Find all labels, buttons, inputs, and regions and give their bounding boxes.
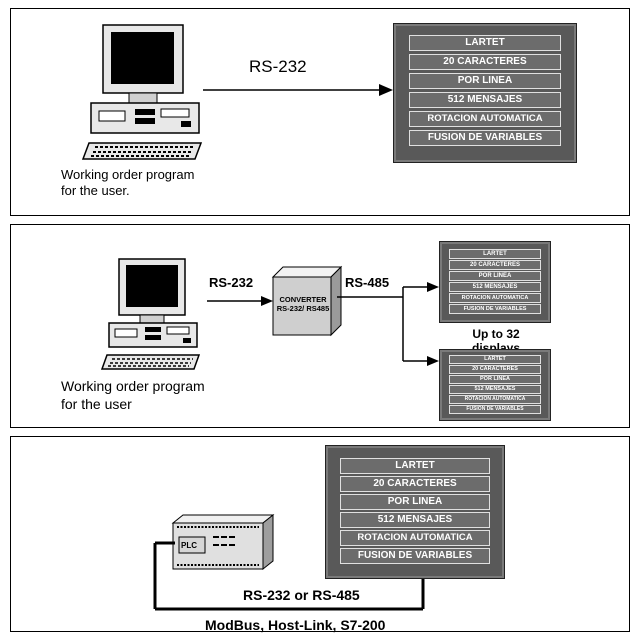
pc-caption: Working order program for the user xyxy=(61,377,205,413)
display-row: POR LINEA xyxy=(340,494,490,510)
caption-line-1: Working order program xyxy=(61,378,205,394)
display-row: 20 CARACTERES xyxy=(340,476,490,492)
display-row: POR LINEA xyxy=(448,271,542,281)
display-row: 20 CARACTERES xyxy=(448,365,542,374)
display-sign: LARTET 20 CARACTERES POR LINEA 512 MENSA… xyxy=(325,445,505,579)
display-sign: LARTET 20 CARACTERES POR LINEA 512 MENSA… xyxy=(439,349,551,421)
computer-icon xyxy=(81,24,203,160)
arrow-right-icon xyxy=(207,296,273,306)
display-row: FUSION DE VARIABLES xyxy=(448,405,542,414)
link-label: RS-232 or RS-485 xyxy=(243,587,360,603)
link1-label: RS-232 xyxy=(209,275,254,290)
converter-line-1: CONVERTER xyxy=(279,295,327,304)
display-row: LARTET xyxy=(448,249,542,259)
link-label: RS-232 xyxy=(249,57,307,76)
branch-arrows-icon xyxy=(337,282,439,366)
display-row: 512 MENSAJES xyxy=(340,512,490,528)
display-row: LARTET xyxy=(448,355,542,364)
plc-label: PLC xyxy=(181,541,197,550)
display-row: ROTACION AUTOMATICA xyxy=(408,111,562,127)
panel-rs485-multi: Working order program for the user RS-23… xyxy=(10,224,630,428)
display-row: LARTET xyxy=(408,35,562,51)
display-row: 20 CARACTERES xyxy=(448,260,542,270)
count-line-1: Up to 32 xyxy=(472,327,520,341)
panel-rs232-single: Working order program for the user. RS-2… xyxy=(10,8,630,216)
display-row: LARTET xyxy=(340,458,490,474)
caption-line-2: for the user. xyxy=(61,183,130,198)
panel-plc: PLC RS-232 or RS-485 ModBus, Host-Link, … xyxy=(10,436,630,633)
display-row: 512 MENSAJES xyxy=(408,92,562,108)
display-row: ROTACION AUTOMATICA xyxy=(340,530,490,546)
caption-line-1: Working order program xyxy=(61,167,195,182)
display-row: 512 MENSAJES xyxy=(448,282,542,292)
display-sign: LARTET 20 CARACTERES POR LINEA 512 MENSA… xyxy=(439,241,551,323)
pc-caption: Working order program for the user. xyxy=(61,167,194,199)
display-row: FUSION DE VARIABLES xyxy=(340,548,490,564)
link2-label: RS-485 xyxy=(345,275,390,290)
caption-line-2: for the user xyxy=(61,396,132,412)
display-row: POR LINEA xyxy=(448,375,542,384)
arrow-right-icon xyxy=(203,84,393,96)
converter-label: CONVERTER RS-232/ RS485 xyxy=(275,295,331,313)
converter-box-icon xyxy=(271,265,343,337)
display-row: 20 CARACTERES xyxy=(408,54,562,70)
display-row: 512 MENSAJES xyxy=(448,385,542,394)
display-row: FUSION DE VARIABLES xyxy=(408,130,562,146)
plc-device-icon xyxy=(171,513,275,571)
protocols-label: ModBus, Host-Link, S7-200 xyxy=(205,617,386,633)
display-row: POR LINEA xyxy=(408,73,562,89)
computer-icon xyxy=(100,258,201,370)
display-row: ROTACION AUTOMATICA xyxy=(448,395,542,404)
display-row: FUSION DE VARIABLES xyxy=(448,304,542,314)
display-sign: LARTET 20 CARACTERES POR LINEA 512 MENSA… xyxy=(393,23,577,163)
display-row: ROTACION AUTOMATICA xyxy=(448,293,542,303)
converter-line-2: RS-232/ RS485 xyxy=(276,304,330,313)
